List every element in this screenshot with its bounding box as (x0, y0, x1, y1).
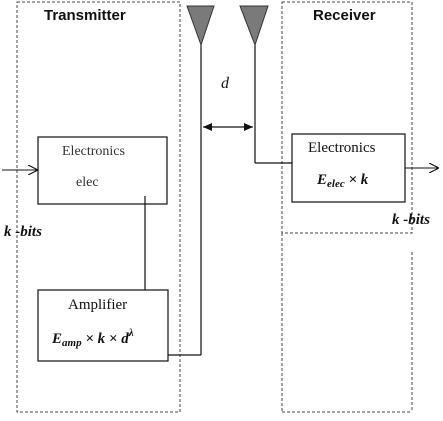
rx-times: × (345, 172, 361, 188)
transmitter-input-label-text: k -bits (4, 224, 42, 240)
amp-energy-symbol: E (51, 331, 62, 347)
receiver-output-label-text: k -bits (392, 212, 430, 228)
distance-label: d (221, 75, 230, 92)
amp-k: k (98, 331, 106, 347)
transmitter-electronics-label: Electronics (62, 144, 125, 159)
transmit-antenna-icon (186, 5, 215, 47)
receive-antenna-icon (239, 5, 269, 47)
amp-energy-subscript: amp (62, 337, 82, 349)
rx-k: k (361, 172, 369, 188)
transmitter-frame (16, 1, 181, 413)
amp-times-2: × (105, 331, 121, 347)
receiver-electronics-label: Electronics (308, 140, 376, 156)
amplifier-energy-formula: Eamp × k × dλ (51, 327, 134, 349)
receiver-title: Receiver (313, 7, 376, 24)
receiver-output-label: k -bits (392, 212, 430, 228)
amplifier-label: Amplifier (68, 297, 127, 313)
transmitter-electronics-formula-fragment: elec (76, 175, 99, 190)
amplifier-box (37, 289, 169, 362)
transmitter-title: Transmitter (44, 7, 126, 24)
rx-energy-subscript: elec (327, 178, 345, 190)
transmitter-electronics-box (37, 136, 168, 205)
amp-times-1: × (82, 331, 98, 347)
amp-d: d (121, 331, 129, 347)
receiver-energy-formula: Eelec × k (316, 172, 369, 190)
rx-energy-symbol: E (316, 172, 327, 188)
amp-exponent: λ (128, 327, 134, 339)
receiver-frame (281, 1, 413, 234)
transmitter-input-label: k -bits (4, 224, 42, 240)
receiver-electronics-box (291, 133, 406, 203)
